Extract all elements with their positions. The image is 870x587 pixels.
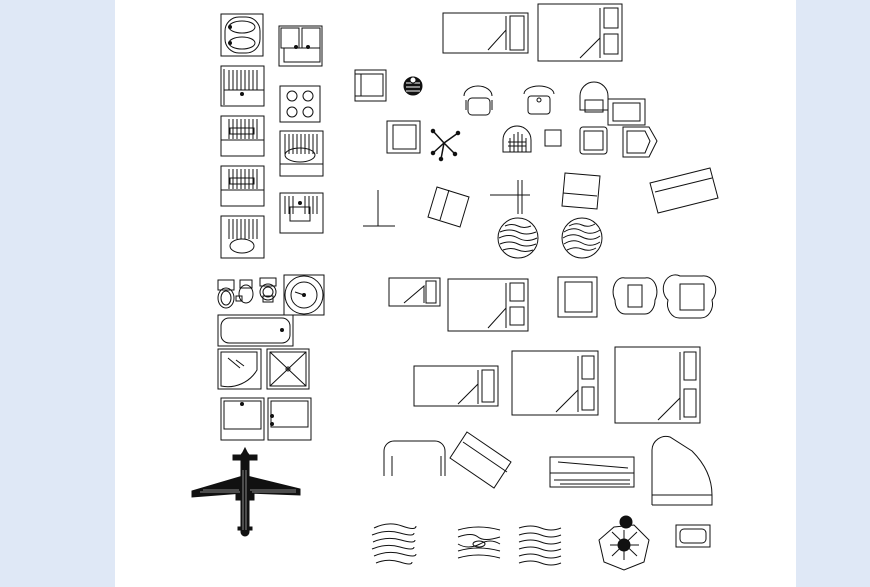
- corner-bath-icon: [218, 349, 261, 389]
- basin-cabinet-icon: [268, 398, 311, 440]
- arch-doorway-icon: [384, 441, 445, 476]
- viewer-left-margin: [0, 0, 115, 587]
- round-chair-icon: [503, 126, 531, 152]
- potted-plant-icon: [599, 516, 649, 570]
- lounge-chair-icon: [428, 187, 469, 227]
- shower-tray-icon: [221, 66, 264, 106]
- round-basin-icon: [284, 275, 324, 315]
- viewer-right-margin: [796, 0, 870, 587]
- potted-plant-icon: [404, 77, 422, 95]
- armchair-icon: [580, 127, 607, 154]
- sofa-icon: [650, 168, 718, 213]
- armchair-icon: [663, 275, 715, 318]
- shower-tray-icon: [221, 116, 264, 156]
- wood-grain-icon: [498, 218, 538, 258]
- single-bed-icon: [389, 278, 440, 306]
- sofa-icon: [608, 99, 645, 125]
- double-bed-icon: [538, 4, 622, 61]
- wood-grain-icon: [458, 525, 500, 563]
- hob-four-burner-icon: [280, 86, 320, 122]
- armchair-icon: [355, 70, 386, 101]
- single-bed-icon: [414, 366, 498, 406]
- double-sink-icon: [221, 14, 263, 56]
- toilet-icon: [218, 280, 234, 308]
- basin-cabinet-icon: [221, 398, 264, 440]
- double-bed-icon: [448, 279, 528, 331]
- double-basin-icon: [279, 26, 322, 66]
- armchair-icon: [580, 82, 608, 112]
- corner-marker-icon: [490, 180, 530, 214]
- armchair-icon: [623, 127, 657, 157]
- stool-icon: [545, 130, 561, 146]
- vanity-basin-icon: [280, 131, 323, 176]
- chair-icon: [524, 86, 554, 114]
- armchair-icon: [387, 121, 420, 153]
- wood-grain-icon: [562, 218, 602, 258]
- chair-icon: [464, 86, 492, 115]
- shower-tray-icon: [267, 349, 309, 389]
- wood-grain-icon: [519, 526, 561, 565]
- single-bed-icon: [443, 13, 528, 53]
- bath-mat-icon: [676, 525, 710, 547]
- corner-shower-icon: [221, 216, 264, 258]
- lounge-chair-icon: [450, 432, 511, 488]
- grand-piano-icon: [652, 436, 712, 505]
- wall-marker-icon: [363, 190, 395, 226]
- double-bed-icon: [615, 347, 700, 423]
- vanity-basin-icon: [280, 193, 323, 233]
- bidet-icon: [236, 280, 253, 303]
- armchair-icon: [613, 278, 657, 314]
- airplane-mesh: [200, 470, 296, 530]
- shower-tray-icon: [221, 166, 264, 206]
- office-chair-icon: [432, 130, 460, 161]
- wood-grain-icon: [372, 524, 416, 564]
- toilet-icon: [260, 278, 276, 302]
- double-bed-icon: [512, 351, 598, 415]
- sofa-icon: [550, 457, 634, 487]
- armchair-icon: [562, 173, 600, 209]
- armchair-icon: [558, 277, 597, 317]
- bathtub-icon: [218, 315, 293, 346]
